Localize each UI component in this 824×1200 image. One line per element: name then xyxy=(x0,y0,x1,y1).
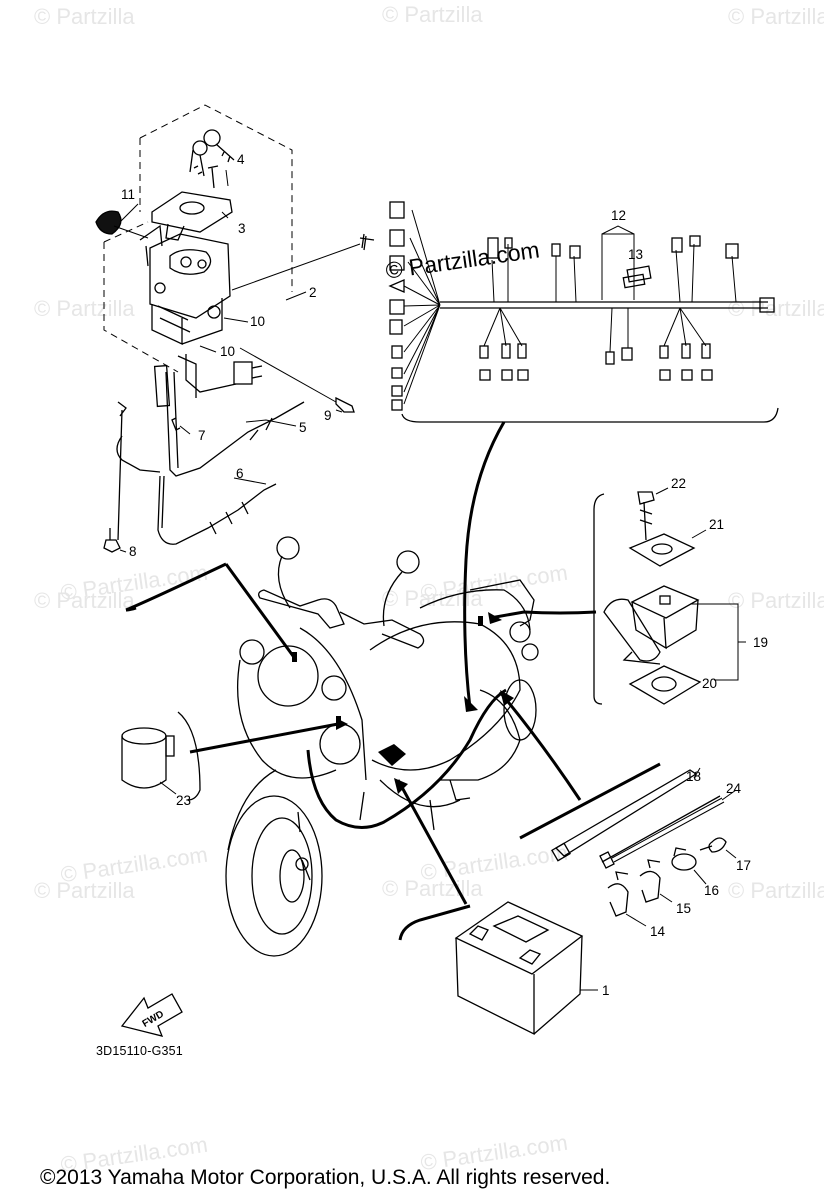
callout-22: 22 xyxy=(671,476,686,491)
callout-21: 21 xyxy=(709,517,724,532)
part-code: 3D15110-G351 xyxy=(96,1044,183,1058)
watermark: © Partzilla xyxy=(728,878,824,903)
pointer-lines xyxy=(125,421,661,941)
callout-19: 19 xyxy=(753,635,768,650)
watermark: © Partzilla xyxy=(728,588,824,613)
callout-7: 7 xyxy=(198,428,206,443)
key-icon xyxy=(189,129,235,177)
callout-15: 15 xyxy=(676,901,691,916)
callout-23: 23 xyxy=(176,793,191,808)
callout-12: 12 xyxy=(611,208,626,223)
callout-13: 13 xyxy=(628,247,643,262)
callout-20: 20 xyxy=(702,676,717,691)
callout-18: 18 xyxy=(686,769,701,784)
wire-harness xyxy=(388,201,779,423)
watermark: © Partzilla xyxy=(382,876,483,901)
callout-2: 2 xyxy=(309,285,317,300)
callout-16: 16 xyxy=(704,883,719,898)
flasher-relay xyxy=(121,711,201,801)
callout-6: 6 xyxy=(236,466,244,481)
watermark: © Partzilla xyxy=(34,588,135,613)
callout-17: 17 xyxy=(736,858,751,873)
callout-4: 4 xyxy=(237,152,245,167)
copyright-notice: ©2013 Yamaha Motor Corporation, U.S.A. A… xyxy=(40,1166,611,1189)
callouts: 1 2 3 4 5 6 7 8 9 10 10 11 12 13 14 15 1… xyxy=(121,152,768,998)
callout-14: 14 xyxy=(650,924,666,939)
callout-1: 1 xyxy=(602,983,610,998)
relay-bracket-group xyxy=(593,487,746,705)
main-switch-assembly xyxy=(95,104,375,553)
fwd-arrow-icon: FWD xyxy=(120,993,183,1037)
battery-illustration xyxy=(454,901,598,1036)
callout-9: 9 xyxy=(324,408,332,423)
fwd-label: FWD xyxy=(141,1009,166,1030)
watermark: © Partzilla xyxy=(728,4,824,29)
clips-and-ties xyxy=(551,767,737,927)
callout-10b: 10 xyxy=(220,344,235,359)
callout-8: 8 xyxy=(129,544,137,559)
watermark: © Partzilla xyxy=(382,2,483,27)
watermark: © Partzilla xyxy=(34,878,135,903)
callout-3: 3 xyxy=(238,221,246,236)
motorcycle-illustration xyxy=(225,536,539,957)
callout-10a: 10 xyxy=(250,314,265,329)
watermark: © Partzilla xyxy=(34,296,135,321)
callout-5: 5 xyxy=(299,420,307,435)
callout-11: 11 xyxy=(121,187,135,202)
callout-24: 24 xyxy=(726,781,742,796)
leader-lines xyxy=(119,169,343,553)
watermark: © Partzilla xyxy=(34,4,135,29)
